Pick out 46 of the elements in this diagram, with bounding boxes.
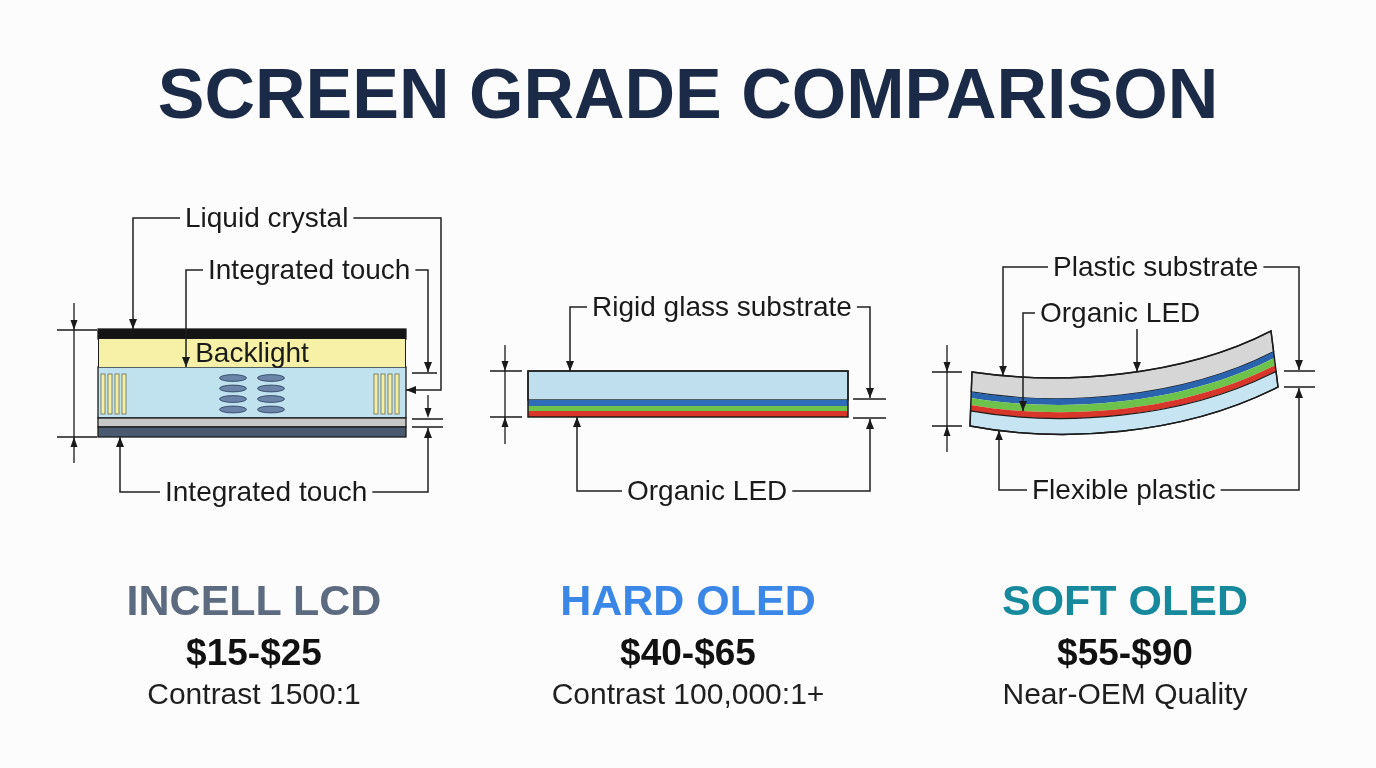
leader-line [791, 418, 874, 492]
screen-layer [528, 406, 848, 411]
leader-line [566, 306, 588, 372]
callout-label: Organic LED [622, 475, 793, 507]
leader-line [1262, 266, 1303, 371]
leader-line [129, 217, 181, 330]
spec-label: Contrast 100,000:1+ [551, 675, 825, 711]
price-label: $55-$90 [1057, 630, 1193, 674]
grade-name: INCELL LCD [126, 575, 382, 625]
leader-line [182, 269, 204, 368]
screen-layer [97, 328, 407, 340]
spec-label: Contrast 1500:1 [147, 675, 361, 711]
grade-name: HARD OLED [560, 575, 816, 625]
screen-layer [97, 426, 407, 438]
leader-line [856, 306, 874, 399]
leader-line [371, 427, 432, 493]
callout-label: Liquid crystal [180, 202, 354, 234]
callout-label: Flexible plastic [1027, 474, 1221, 506]
callout-label: Integrated touch [203, 254, 416, 286]
screen-layer [527, 370, 849, 401]
screen-layer [969, 370, 1279, 435]
screen-layer [970, 365, 1277, 419]
leader-line [999, 266, 1049, 377]
backlight-layer [98, 339, 406, 367]
screen-layer [528, 400, 848, 406]
grade-name: SOFT OLED [1001, 575, 1249, 625]
leader-line [1019, 312, 1036, 412]
price-label: $40-$65 [620, 630, 756, 674]
screen-layer [971, 351, 1275, 405]
leader-line [116, 436, 161, 493]
leader-line [352, 217, 442, 394]
callout-label: Organic LED [1035, 297, 1206, 329]
callout-label: Plastic substrate [1048, 251, 1264, 283]
leader-line [414, 269, 432, 373]
price-label: $15-$25 [186, 630, 322, 674]
leader-line [1219, 387, 1303, 491]
leader-line [573, 416, 623, 492]
screen-layer [528, 411, 848, 417]
leader-line [995, 429, 1028, 491]
title: SCREEN GRADE COMPARISON [157, 54, 1219, 135]
screen-layer [970, 357, 1276, 413]
spec-label: Near-OEM Quality [1002, 675, 1248, 711]
callout-label: Rigid glass substrate [587, 291, 857, 323]
layer-label: Backlight [195, 339, 309, 367]
leader-line [1133, 328, 1141, 373]
callout-label: Integrated touch [160, 476, 373, 508]
